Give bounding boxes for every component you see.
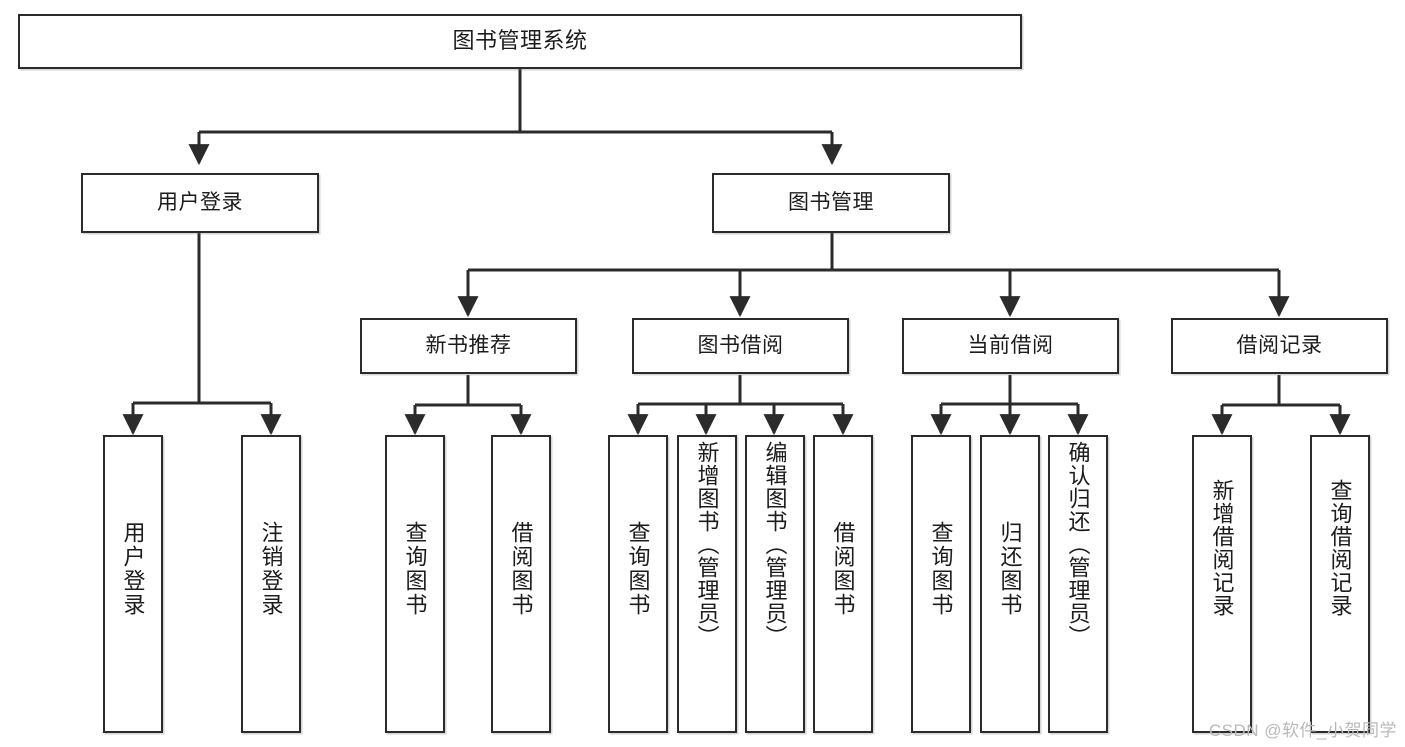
node-label: 借阅图书 <box>830 521 856 617</box>
node-label: 新增借阅记录 <box>1209 479 1235 617</box>
node-root-system[interactable]: 图书管理系统 <box>18 14 1022 69</box>
node-leaf-query-borrow-record[interactable]: 查询借阅记录 <box>1310 435 1370 733</box>
node-label: 查询图书 <box>402 521 428 617</box>
node-leaf-edit-book-admin[interactable]: 编辑图书（管理员） <box>745 435 805 733</box>
node-leaf-query-book-current[interactable]: 查询图书 <box>911 435 971 733</box>
node-label: 借阅记录 <box>1236 334 1323 358</box>
node-label: 查询图书 <box>625 521 651 617</box>
node-current-borrow[interactable]: 当前借阅 <box>902 318 1119 374</box>
node-book-borrow[interactable]: 图书借阅 <box>632 318 849 374</box>
node-borrow-record[interactable]: 借阅记录 <box>1171 318 1388 374</box>
node-label: 新增图书（管理员） <box>694 441 720 648</box>
node-label: 新书推荐 <box>425 334 512 358</box>
node-label: 图书管理系统 <box>452 28 588 54</box>
node-user-login[interactable]: 用户登录 <box>81 173 319 233</box>
node-new-book-recommend[interactable]: 新书推荐 <box>360 318 577 374</box>
node-book-management[interactable]: 图书管理 <box>712 173 950 233</box>
node-label: 借阅图书 <box>508 521 534 617</box>
node-leaf-add-borrow-record[interactable]: 新增借阅记录 <box>1192 435 1252 733</box>
node-leaf-query-book-borrow[interactable]: 查询图书 <box>608 435 668 733</box>
node-label: 注销登录 <box>258 521 284 617</box>
node-leaf-add-book-admin[interactable]: 新增图书（管理员） <box>677 435 737 733</box>
node-label: 图书借阅 <box>697 334 784 358</box>
node-leaf-confirm-return-admin[interactable]: 确认归还（管理员） <box>1048 435 1108 733</box>
watermark-text: CSDN @软件_小贺同学 <box>1208 721 1397 740</box>
node-leaf-borrow-book-recommend[interactable]: 借阅图书 <box>491 435 551 733</box>
node-leaf-borrow-book[interactable]: 借阅图书 <box>813 435 873 733</box>
node-leaf-user-login[interactable]: 用户登录 <box>103 435 163 733</box>
node-label: 确认归还（管理员） <box>1065 441 1091 648</box>
node-label: 用户登录 <box>120 521 146 617</box>
node-label: 用户登录 <box>157 191 243 215</box>
node-label: 图书管理 <box>788 191 874 215</box>
node-label: 归还图书 <box>997 521 1023 617</box>
node-leaf-query-book-recommend[interactable]: 查询图书 <box>385 435 445 733</box>
node-leaf-return-book[interactable]: 归还图书 <box>980 435 1040 733</box>
node-leaf-logout[interactable]: 注销登录 <box>241 435 301 733</box>
node-label: 当前借阅 <box>967 334 1054 358</box>
node-label: 查询图书 <box>928 521 954 617</box>
node-label: 编辑图书（管理员） <box>762 441 788 648</box>
node-label: 查询借阅记录 <box>1327 479 1353 617</box>
